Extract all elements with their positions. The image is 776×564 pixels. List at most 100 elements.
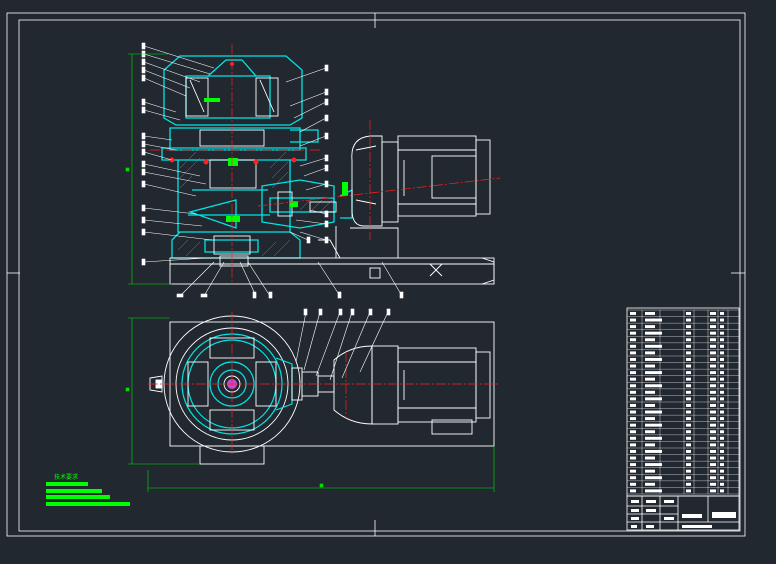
bom-cell-text	[720, 436, 724, 440]
bom-cell-text	[686, 410, 691, 414]
bom-cell-text	[645, 456, 655, 460]
bom-cell-text	[630, 430, 636, 434]
bom-cell-text	[645, 489, 662, 493]
bom-cell-text	[630, 397, 636, 401]
bom-cell-text	[645, 397, 662, 401]
notes-lines	[46, 482, 130, 506]
bom-cell-text	[710, 403, 716, 407]
bom-cell-text	[686, 338, 691, 342]
bom-cell-text	[710, 469, 716, 473]
base-plate-side	[169, 226, 495, 285]
bom-cell-text	[630, 364, 636, 368]
bom-cell-text	[710, 331, 716, 335]
bom-cell-text	[710, 456, 716, 460]
bom-cell-text	[720, 364, 724, 368]
centerlines-upper	[150, 44, 501, 282]
bom-cell-text	[686, 390, 691, 394]
gearbox-internal-parts	[185, 77, 337, 267]
bom-cell-text	[630, 456, 636, 460]
bom-cell-text	[686, 436, 691, 440]
bom-cell-text	[630, 469, 636, 473]
bom-cell-text	[710, 430, 716, 434]
bom-cell-text	[645, 390, 655, 394]
bom-cell-text	[710, 338, 716, 342]
bom-cell-text	[686, 417, 691, 421]
bom-cell-text	[645, 338, 655, 342]
bom-cell-text	[710, 364, 716, 368]
bom-cell-text	[630, 357, 636, 361]
bom-cell-text	[686, 371, 691, 375]
bom-cell-text	[720, 476, 724, 480]
bom-cell-text	[645, 371, 662, 375]
electric-motor-plan-icon	[333, 345, 491, 435]
bom-cell-text	[720, 371, 724, 375]
bom-cell-text	[630, 318, 636, 322]
plan-view	[125, 308, 498, 492]
bom-cell-text	[720, 456, 724, 460]
bom-cell-text	[720, 344, 724, 348]
bom-cell-text	[630, 489, 636, 493]
bom-cell-text	[710, 449, 716, 453]
bom-cell-text	[720, 377, 724, 381]
leader-lines-bottom	[176, 261, 404, 299]
electric-motor-side-icon	[351, 135, 491, 227]
bom-cell-text	[630, 423, 636, 427]
bom-cell-text	[630, 344, 636, 348]
bom-cell-text	[710, 489, 716, 493]
bom-cell-text	[720, 449, 724, 453]
bom-cell-text	[630, 449, 636, 453]
bom-cell-text	[720, 443, 724, 447]
bom-cell-text	[720, 338, 724, 342]
bom-cell-text	[645, 384, 662, 388]
leader-lines-left	[141, 42, 215, 266]
bom-cell-text	[645, 344, 662, 348]
bom-cell-text	[710, 357, 716, 361]
bom-cell-text	[720, 311, 724, 315]
bom-cell-text	[720, 397, 724, 401]
bom-cell-text	[630, 338, 636, 342]
bom-cell-text	[645, 403, 655, 407]
technical-notes: 技术要求	[46, 473, 130, 506]
bom-cell-text	[686, 423, 691, 427]
bom-cell-text	[686, 489, 691, 493]
bom-cell-text	[686, 377, 691, 381]
bom-cell-text	[686, 476, 691, 480]
notes-title: 技术要求	[54, 473, 78, 481]
bom-cell-text	[645, 318, 662, 322]
bom-cell-text	[710, 463, 716, 467]
bom-cell-text	[720, 318, 724, 322]
bom-cell-text	[720, 390, 724, 394]
bom-cell-text	[686, 351, 691, 355]
bom-cell-text	[645, 357, 662, 361]
bom-cell-text	[645, 436, 662, 440]
bom-cell-text	[710, 436, 716, 440]
bom-cell-text	[710, 390, 716, 394]
bom-cell-text	[630, 403, 636, 407]
bom-cell-text	[686, 318, 691, 322]
bom-cell-text	[720, 423, 724, 427]
title-block	[626, 495, 740, 531]
bom-cell-text	[710, 318, 716, 322]
bom-cell-text	[686, 430, 691, 434]
bom-cell-text	[645, 364, 655, 368]
bom-cell-text	[645, 443, 655, 447]
bom-cell-text	[630, 410, 636, 414]
bom-cell-text	[710, 410, 716, 414]
bom-cell-text	[686, 344, 691, 348]
dimension-lower	[125, 317, 495, 492]
bom-cell-text	[686, 364, 691, 368]
bom-cell-text	[686, 456, 691, 460]
cross-mark-icon	[429, 263, 443, 277]
centerlines-lower	[148, 312, 498, 456]
bom-cell-text	[710, 311, 716, 315]
sheet-frame	[6, 12, 746, 537]
bom-cell-text	[720, 489, 724, 493]
bom-cell-text	[686, 463, 691, 467]
bom-cell-text	[720, 331, 724, 335]
bom-cell-text	[645, 311, 655, 315]
bom-cell-text	[645, 476, 662, 480]
bom-cell-text	[630, 482, 636, 486]
bom-cell-text	[686, 443, 691, 447]
bom-cell-text	[686, 311, 691, 315]
bom-cell-text	[710, 351, 716, 355]
